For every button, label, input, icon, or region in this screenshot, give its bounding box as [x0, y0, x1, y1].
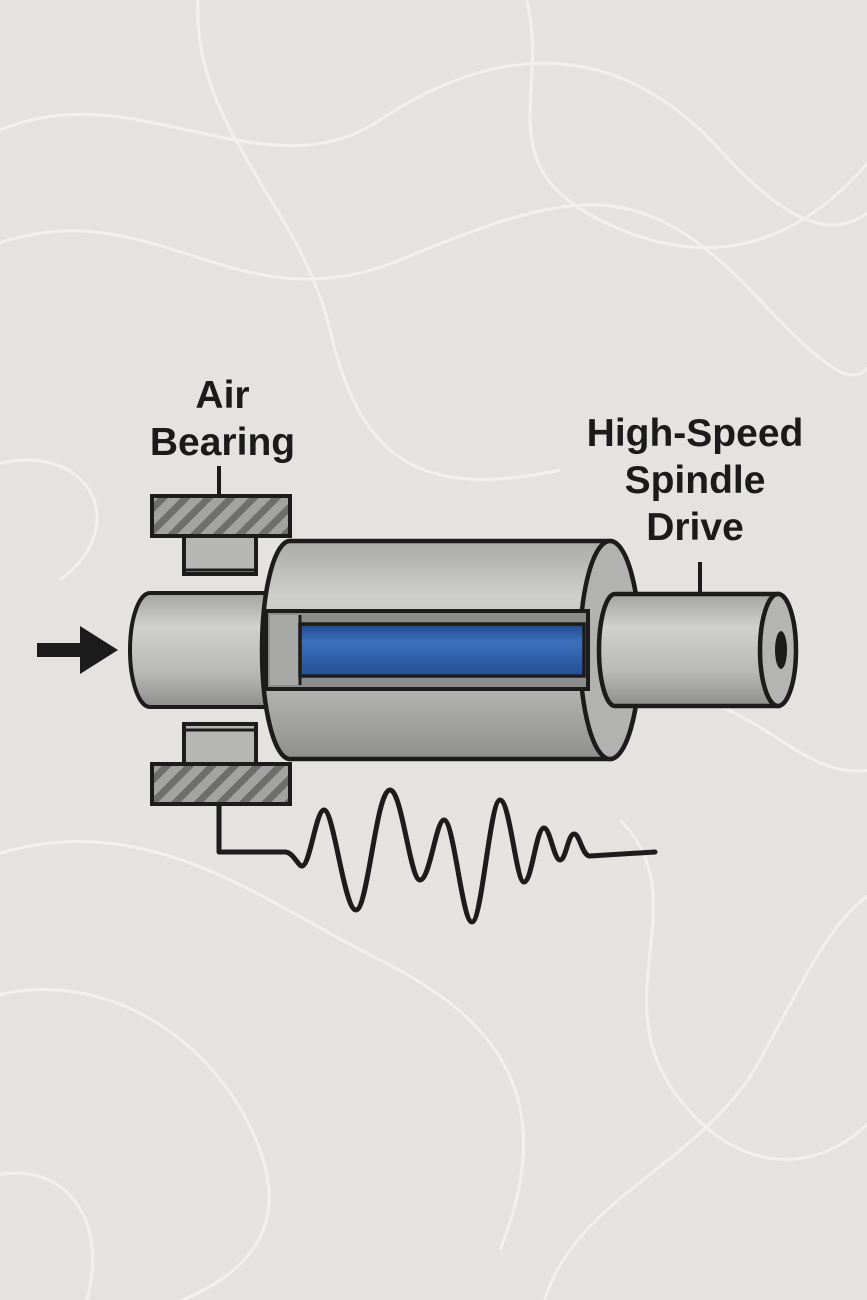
contour-line: [0, 988, 271, 1300]
arrow-right-icon: [37, 626, 118, 674]
output-shaft: [596, 562, 799, 709]
contour-line: [0, 840, 525, 1251]
spindle-housing: [259, 538, 643, 762]
air-bearing: [150, 466, 292, 806]
vibration-waveform-icon: [216, 787, 658, 925]
contour-line: [196, 0, 561, 481]
rotor-core: [298, 622, 586, 678]
spindle-drive-label-line: Drive: [646, 506, 744, 549]
contour-line: [0, 203, 867, 377]
spindle-drive-label: High-Speed Spindle Drive: [545, 410, 845, 551]
air-bearing-label-line: Air: [195, 374, 250, 417]
contour-line: [0, 458, 99, 582]
input-shaft: [128, 591, 270, 709]
contour-line: [0, 1171, 95, 1300]
output-shaft-bore: [775, 631, 787, 669]
spindle-drive-label-line: Spindle: [624, 459, 766, 502]
air-bearing-top-block: [182, 534, 258, 576]
contour-line: [699, 698, 867, 773]
air-bearing-label: Air Bearing: [110, 372, 335, 466]
contour-line: [524, 0, 867, 250]
spindle-drive-label-line: High-Speed: [586, 412, 804, 455]
contour-line: [0, 61, 867, 227]
contour-line: [543, 894, 867, 1300]
contour-line: [618, 818, 867, 1161]
air-bearing-top-pad: [150, 494, 292, 538]
air-bearing-label-line: Bearing: [149, 421, 296, 464]
air-bearing-bottom-pad: [150, 762, 292, 806]
